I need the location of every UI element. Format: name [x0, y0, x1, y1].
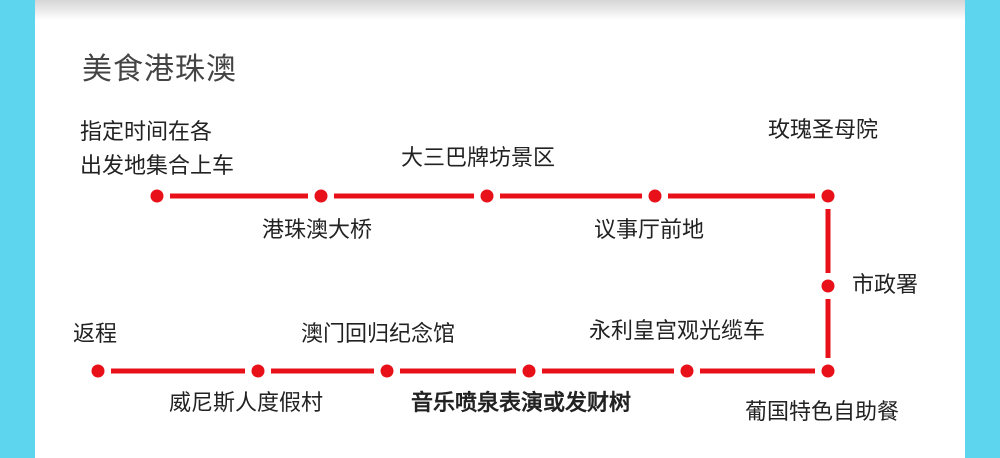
stop-dot-museum: [380, 364, 394, 378]
stop-label-wynn-palace: 永利皇宫观光缆车: [589, 319, 766, 344]
stop-dot-senado: [648, 189, 662, 203]
page-title: 美食港珠澳: [82, 52, 237, 87]
stop-dot-rose: [821, 189, 835, 203]
stop-label-venetian: 威尼斯人度假村: [169, 391, 324, 416]
stop-dot-return: [91, 364, 105, 378]
stop-label-ruins: 大三巴牌坊景区: [401, 146, 556, 171]
stop-dot-bridge: [314, 189, 328, 203]
stop-label-return: 返程: [73, 322, 118, 347]
stop-label-municipal: 市政署: [852, 273, 919, 298]
stop-dot-municipal: [821, 279, 835, 293]
stop-label-start: 指定时间在各 出发地集合上车: [80, 116, 234, 184]
route-lines: [111, 193, 831, 374]
left-border: [0, 0, 35, 458]
top-shadow-bar: [35, 0, 965, 20]
stop-label-start-line2: 出发地集合上车: [80, 154, 235, 179]
stop-dot-start: [150, 189, 164, 203]
route-dots: [91, 189, 835, 378]
right-border: [965, 0, 1000, 458]
stop-label-fountain: 音乐喷泉表演或发财树: [411, 391, 632, 416]
stop-label-rose: 玫瑰圣母院: [768, 118, 879, 143]
stop-label-bridge: 港珠澳大桥: [262, 218, 373, 243]
stop-dot-wynn-palace: [680, 364, 694, 378]
stop-dot-ruins: [480, 189, 494, 203]
stop-label-senado: 议事厅前地: [594, 218, 705, 243]
stop-label-portuguese: 葡国特色自助餐: [745, 400, 900, 425]
stop-label-museum: 澳门回归纪念馆: [301, 322, 456, 347]
stop-dot-fountain: [522, 364, 536, 378]
stop-dot-portuguese: [821, 364, 835, 378]
stop-label-start-line1: 指定时间在各: [80, 120, 213, 145]
stop-dot-venetian: [251, 364, 265, 378]
